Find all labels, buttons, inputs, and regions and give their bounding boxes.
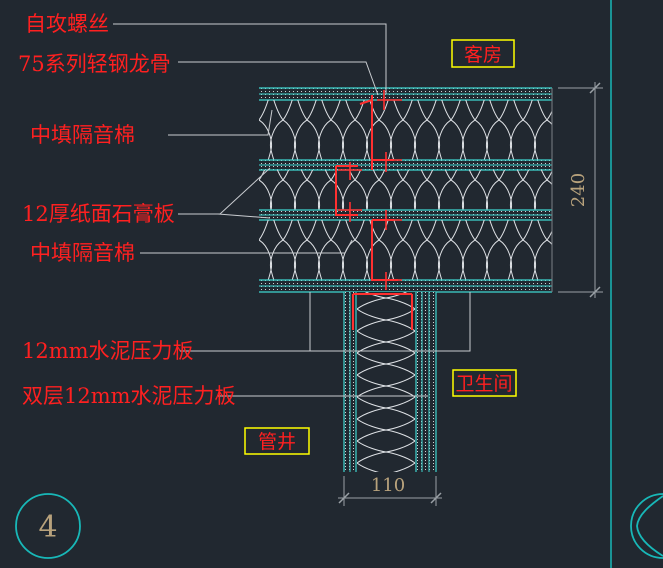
room-pipe-shaft-label: 管井 <box>258 431 296 453</box>
room-pipe-shaft: 管井 <box>244 427 310 455</box>
dimension-240-label: 240 <box>568 173 589 207</box>
label-gypsum-board: 12厚纸面石膏板 <box>22 202 175 226</box>
insulation-upper <box>259 100 552 160</box>
shaft-wall-section <box>343 292 437 472</box>
next-detail-circle <box>630 493 663 559</box>
label-cement-board: 12mm水泥压力板 <box>22 339 194 363</box>
room-guest-room: 客房 <box>451 39 515 68</box>
room-guest-room-label: 客房 <box>464 44 502 66</box>
label-screw: 自攻螺丝 <box>25 12 109 36</box>
insulation-middle <box>259 170 552 210</box>
screw-icons <box>338 90 402 290</box>
room-bathroom: 卫生间 <box>452 369 517 397</box>
dimension-240: 240 <box>558 82 603 298</box>
detail-number-badge: 4 <box>15 493 81 559</box>
dimension-110: 110 <box>338 475 442 506</box>
next-detail-circle-inner <box>636 495 663 557</box>
label-insulation-1: 中填隔音棉 <box>30 123 135 147</box>
leader-lines <box>113 23 471 397</box>
dimension-110-label: 110 <box>371 475 405 496</box>
insulation-shaft <box>357 292 415 472</box>
detail-number-label: 4 <box>38 510 57 545</box>
label-double-cement-board: 双层12mm水泥压力板 <box>22 384 236 408</box>
horizontal-wall-section <box>259 87 553 293</box>
label-keel: 75系列轻钢龙骨 <box>18 52 171 76</box>
label-insulation-2: 中填隔音棉 <box>30 241 135 265</box>
insulation-lower <box>259 220 552 280</box>
room-bathroom-label: 卫生间 <box>455 373 512 395</box>
